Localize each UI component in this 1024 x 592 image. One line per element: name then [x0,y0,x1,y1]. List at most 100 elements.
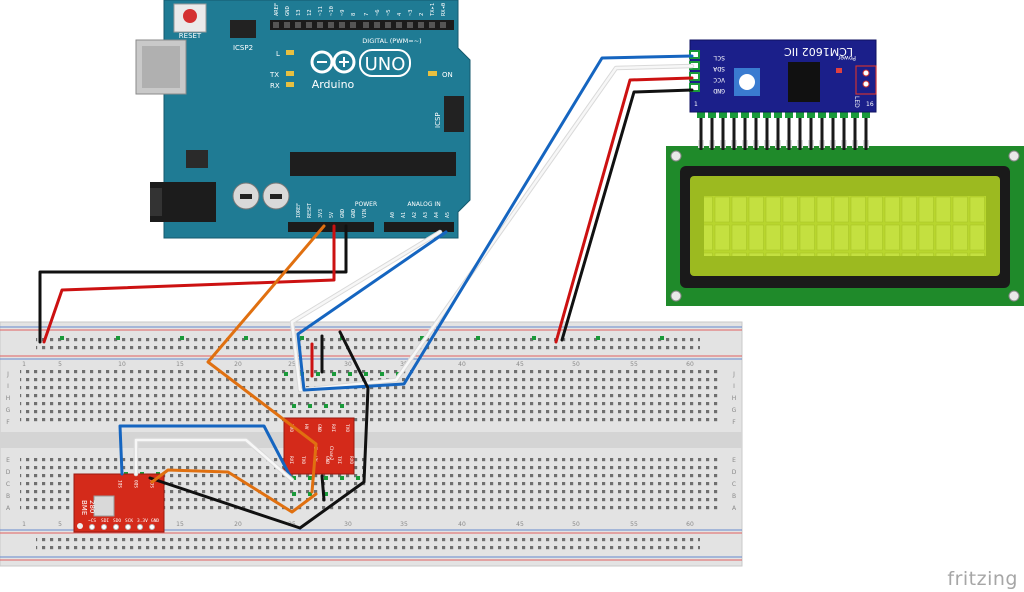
svg-text:SDA: SDA [713,65,725,73]
svg-text:55: 55 [630,521,638,528]
svg-text:SCK: SCK [125,518,133,524]
backpack-power-label: Power [837,54,856,61]
svg-text:IOREF: IOREF [296,203,302,218]
svg-text:I: I [7,383,9,390]
wire-red-lcd-vcc [554,76,694,344]
shifter-channel2: Chan2 [328,446,334,461]
digital-label: DIGITAL (PWM=~) [362,37,421,45]
svg-text:15: 15 [176,361,184,368]
svg-text:SDI: SDI [118,480,124,488]
svg-text:SDO: SDO [113,518,121,524]
svg-text:TXO: TXO [300,456,306,464]
svg-text:~5: ~5 [386,9,392,16]
led-rx-label: RX [270,82,280,90]
lcd-1602-display [666,112,1024,306]
icsp2-label: ICSP2 [233,44,253,52]
svg-text:TXI: TXI [336,456,342,464]
backpack-pin-last: 16 [866,101,874,108]
svg-text:E: E [732,457,736,464]
svg-text:A1: A1 [401,212,407,218]
svg-text:B: B [6,493,10,500]
svg-text:RXI: RXI [288,456,294,464]
svg-text:~11: ~11 [318,6,324,16]
contrast-potentiometer-icon[interactable] [739,74,755,90]
svg-text:GND: GND [324,456,330,464]
svg-text:A0: A0 [390,212,396,218]
svg-text:GND: GND [713,87,725,95]
svg-text:7: 7 [364,13,370,16]
breadboard-row-letters: J I H G F E D C B A J I H G F E D C B A [6,371,737,512]
reset-label: RESET [179,32,202,40]
wire-orange-3v3 [206,224,326,494]
svg-text:SDI: SDI [101,518,109,524]
svg-text:G: G [732,407,737,414]
backpack-pin-first: 1 [694,101,698,108]
svg-text:J: J [732,371,735,378]
wire-red-5v-rail [42,224,336,344]
svg-text:A5: A5 [445,212,451,218]
fritzing-watermark: fritzing [947,568,1018,590]
svg-text:15: 15 [176,521,184,528]
svg-text:GND: GND [351,209,357,218]
svg-text:60: 60 [686,521,694,528]
sensor-top-pin-labels: SDI SDO SCK [118,480,156,488]
wire-white-sda-core [290,64,694,392]
svg-text:20: 20 [234,361,242,368]
svg-text:H: H [732,395,737,402]
svg-text:GND: GND [316,424,322,432]
svg-text:D: D [732,469,737,476]
svg-text:A3: A3 [423,212,429,218]
svg-text:I: I [733,383,735,390]
svg-text:H: H [6,395,11,402]
svg-text:~10: ~10 [329,6,335,16]
svg-text:50: 50 [572,361,580,368]
svg-text:55: 55 [630,361,638,368]
svg-text:VIN: VIN [362,209,368,218]
shifter-pin-labels: TXO HV GND RXI TXO RXI TXO LV GND TXI RX… [288,424,354,464]
svg-text:AREF: AREF [274,3,280,16]
svg-text:GND: GND [285,6,291,16]
svg-text:45: 45 [516,521,524,528]
svg-text:20: 20 [234,521,242,528]
backpack-pin-labels: SCL SDA VCC GND [713,54,725,95]
bme280-sensor-breakout: BME 280 SDI SDO SCK ~CS SDI SDO SCK 3.3V… [73,473,165,533]
reset-button[interactable] [173,3,207,33]
svg-text:~6: ~6 [375,9,381,16]
arduino-uno-board: RESET ICSP2 AREF GND 13 12 ~11 ~10 ~9 8 … [135,0,471,239]
svg-text:E: E [6,457,10,464]
svg-text:GND: GND [340,209,346,218]
led-l-label: L [276,50,280,58]
svg-text:12: 12 [307,9,313,16]
svg-text:13: 13 [296,9,302,16]
brand-name: Arduino [312,78,355,91]
wire-orange-sensor [150,468,318,514]
svg-text:B: B [732,493,736,500]
svg-text:GND: GND [151,518,159,524]
svg-text:G: G [6,407,11,414]
svg-text:D: D [6,469,11,476]
svg-text:TX▸1: TX▸1 [430,3,436,16]
svg-text:A: A [732,505,737,512]
svg-text:40: 40 [458,521,466,528]
svg-text:30: 30 [344,361,352,368]
svg-text:~CS: ~CS [88,518,96,524]
breadboard-column-numbers: 1 5 10 15 20 25 30 35 40 45 50 55 60 1 5… [22,361,694,528]
sensor-name-line2: 280 [88,500,96,513]
svg-text:TXO: TXO [288,424,294,432]
svg-text:25: 25 [288,361,296,368]
power-label: POWER [355,201,377,208]
svg-text:60: 60 [686,361,694,368]
power-pin-labels: IOREF RESET 3V3 5V GND GND VIN [296,203,368,218]
lcd-character-grid [704,196,986,256]
svg-text:F: F [6,419,10,426]
wire-blue-scl [296,54,694,392]
svg-text:3V3: 3V3 [318,209,324,218]
svg-text:RX◂0: RX◂0 [441,3,447,16]
svg-text:10: 10 [118,361,126,368]
svg-text:1: 1 [22,361,26,368]
svg-text:SDO: SDO [134,480,140,488]
svg-text:45: 45 [516,361,524,368]
svg-text:~3: ~3 [408,9,414,16]
svg-text:35: 35 [400,361,408,368]
